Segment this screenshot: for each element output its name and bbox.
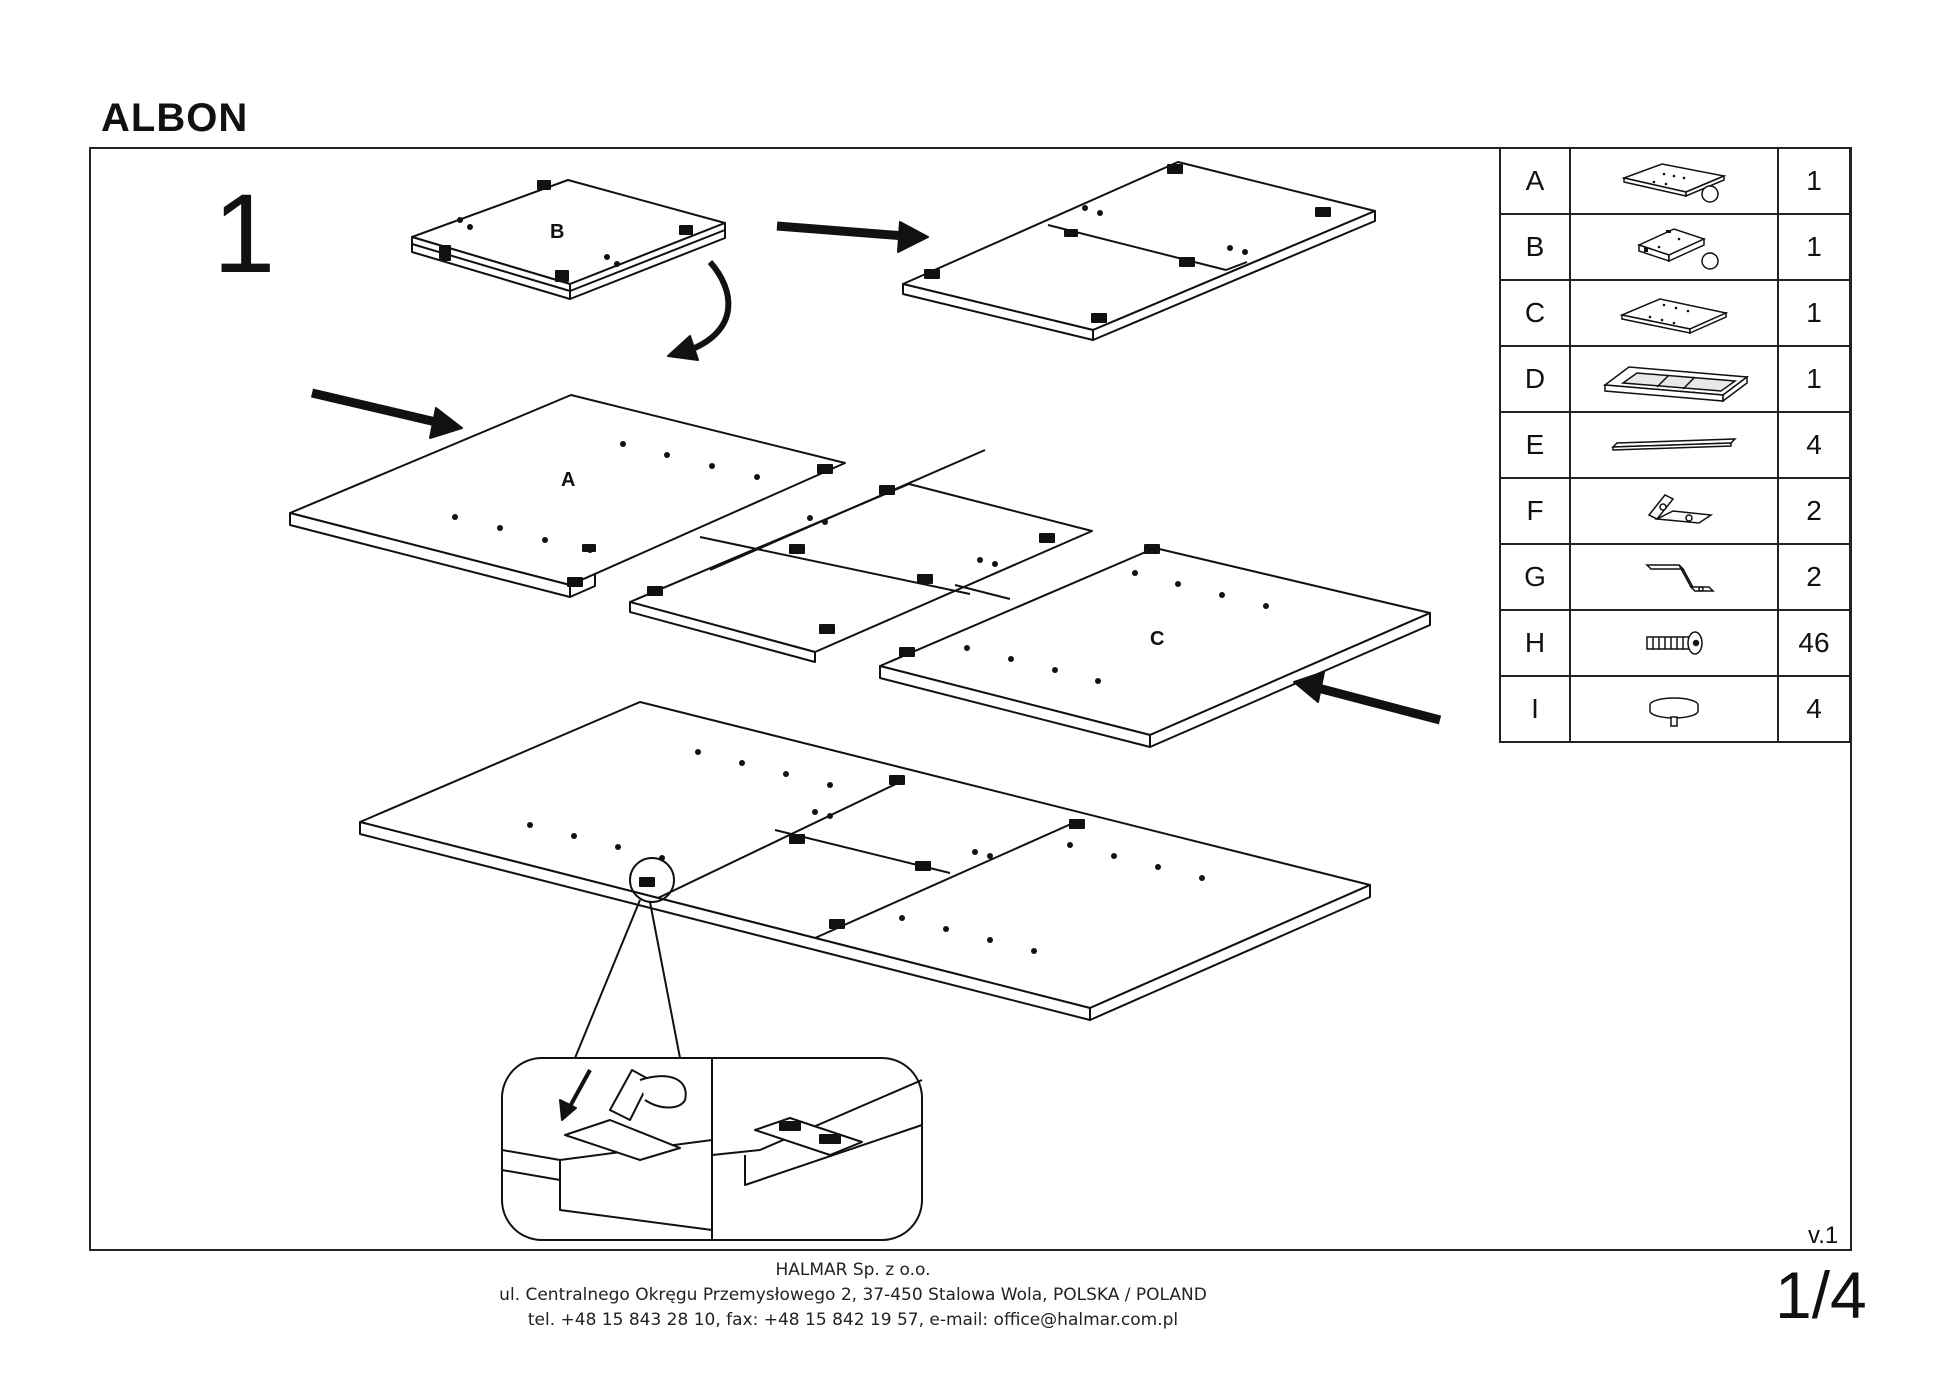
part-quantity: 1	[1777, 147, 1851, 215]
part-quantity: 1	[1777, 279, 1851, 347]
assembly-drawing: B	[289, 161, 1442, 1241]
footer-address: ul. Centralnego Okręgu Przemysłowego 2, …	[499, 1285, 1207, 1305]
part-letter: I	[1499, 675, 1571, 743]
part-letter: A	[1499, 147, 1571, 215]
screw-h-icon	[1569, 609, 1779, 677]
part-quantity: 46	[1777, 609, 1851, 677]
detail-inset	[501, 1057, 923, 1241]
part-letter: C	[1499, 279, 1571, 347]
bracket-f-icon	[1569, 477, 1779, 545]
frame-d-icon	[1569, 345, 1779, 413]
part-letter: D	[1499, 345, 1571, 413]
rail-e-icon	[1569, 411, 1779, 479]
footer-company: HALMAR Sp. z o.o.	[775, 1260, 931, 1280]
parts-row: H 46	[1499, 609, 1851, 677]
instruction-frame	[89, 147, 1852, 1251]
step-number: 1	[213, 171, 276, 296]
part-letter: G	[1499, 543, 1571, 611]
panel-c-label: C	[1150, 628, 1164, 650]
part-quantity: 1	[1777, 345, 1851, 413]
part-quantity: 2	[1777, 477, 1851, 545]
middle-assembly	[289, 394, 1431, 748]
bracket-g-icon	[1569, 543, 1779, 611]
unfolded-panel-b	[902, 161, 1376, 341]
part-quantity: 4	[1777, 411, 1851, 479]
part-quantity: 1	[1777, 213, 1851, 281]
assembled-tabletop	[359, 701, 1371, 1059]
part-quantity: 2	[1777, 543, 1851, 611]
part-quantity: 4	[1777, 675, 1851, 743]
document-title: ALBON	[101, 96, 249, 140]
part-letter: H	[1499, 609, 1571, 677]
part-letter: F	[1499, 477, 1571, 545]
part-letter: E	[1499, 411, 1571, 479]
footer: HALMAR Sp. z o.o. ul. Centralnego Okręgu…	[0, 1258, 1946, 1333]
panel-a-icon	[1569, 147, 1779, 215]
folded-panel-b	[411, 179, 726, 300]
version-label: v.1	[1808, 1222, 1839, 1249]
panel-a-label: A	[561, 469, 575, 491]
page-number: 1/4	[1775, 1258, 1867, 1332]
panel-b-icon	[1569, 213, 1779, 281]
footer-contact: tel. +48 15 843 28 10, fax: +48 15 842 1…	[527, 1310, 1179, 1330]
panel-b-label: B	[550, 221, 564, 243]
foot-i-icon	[1569, 675, 1779, 743]
part-letter: B	[1499, 213, 1571, 281]
panel-c-icon	[1569, 279, 1779, 347]
